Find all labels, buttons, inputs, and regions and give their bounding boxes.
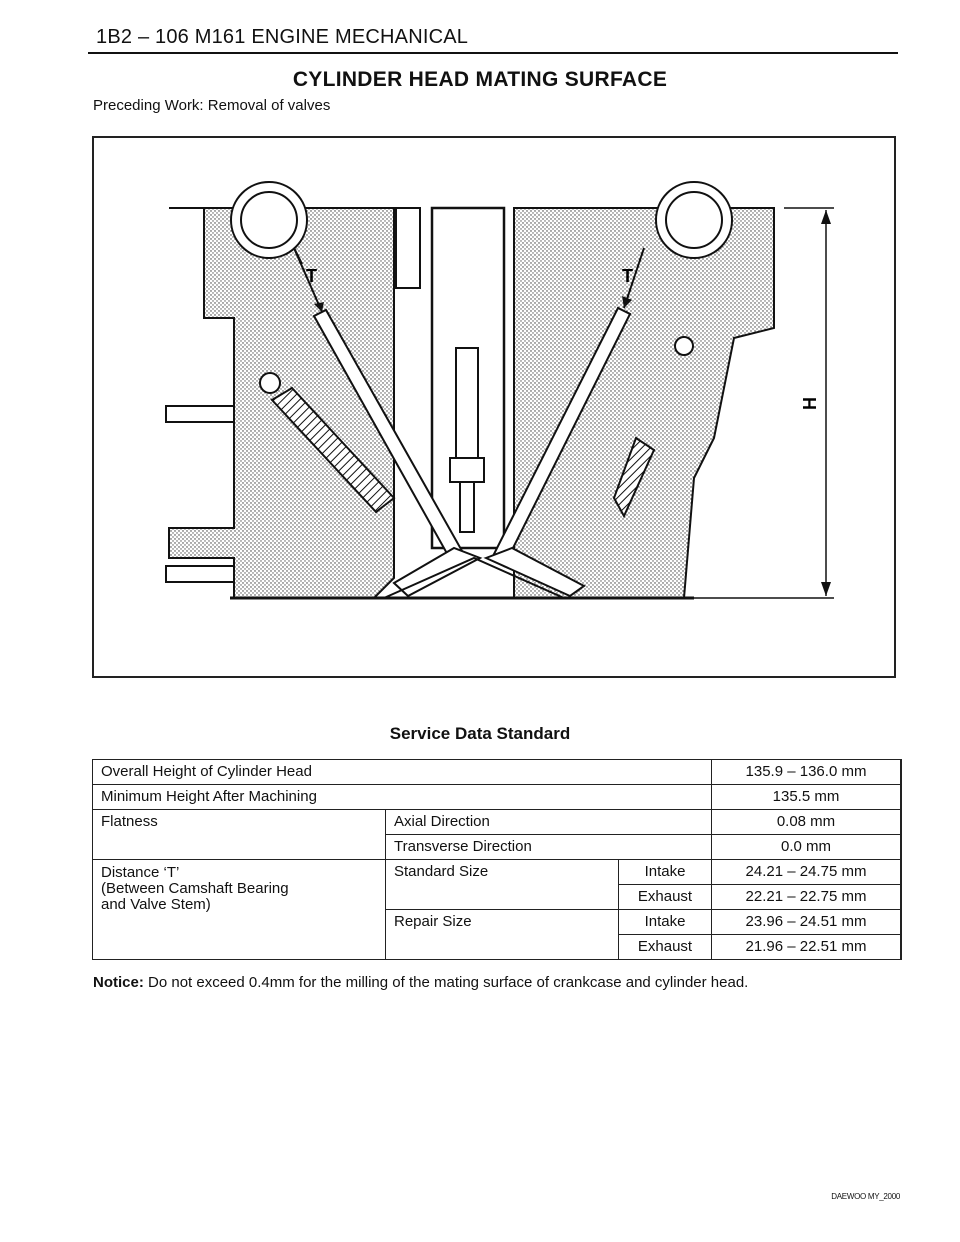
table-row: Exhaust 22.21 – 22.75 mm <box>93 884 902 910</box>
t-left-arrow-tail <box>293 247 303 265</box>
min-height-value: 135.5 mm <box>711 784 902 810</box>
distance-t-line2: (Between Camshaft Bearing <box>101 880 289 897</box>
h-dim-top-arrow <box>821 210 831 224</box>
right-valve-guide <box>612 436 656 519</box>
repair-exhaust-value: 21.96 – 22.51 mm <box>711 934 902 960</box>
distance-t-line3: and Valve Stem) <box>101 896 211 913</box>
oil-bolt <box>395 207 421 289</box>
spark-plug-body <box>455 347 479 459</box>
min-height-label: Minimum Height After Machining <box>92 784 712 810</box>
transverse-value: 0.0 mm <box>711 834 902 860</box>
page-header: 1B2 – 106 M161 ENGINE MECHANICAL <box>96 26 469 48</box>
standard-intake-value: 24.21 – 24.75 mm <box>711 859 902 885</box>
table-row: Repair Size Intake 23.96 – 24.51 mm <box>93 909 902 960</box>
notice: Notice: Do not exceed 0.4mm for the mill… <box>93 974 748 991</box>
t-right-arrowhead <box>622 296 632 308</box>
service-data-title: Service Data Standard <box>389 724 571 743</box>
h-dim-bottom-arrow <box>821 582 831 596</box>
right-casting <box>513 207 775 599</box>
lower-stud <box>165 565 235 583</box>
t-left-arrowhead <box>314 302 324 312</box>
t-right-label: T <box>622 266 633 286</box>
repair-intake-label: Intake <box>618 909 712 935</box>
cylinder-head-figure: T T H <box>92 136 896 678</box>
left-oil-hole <box>259 372 281 394</box>
transverse-label: Transverse Direction <box>385 834 712 860</box>
header-rule <box>88 52 898 54</box>
notice-text: Do not exceed 0.4mm for the milling of t… <box>143 974 749 991</box>
repair-exhaust-label: Exhaust <box>618 934 712 960</box>
right-cam-bore-inner <box>665 191 723 249</box>
table-row: Exhaust 21.96 – 22.51 mm <box>93 934 902 960</box>
repair-size-label: Repair Size <box>385 909 619 960</box>
table-row: Transverse Direction 0.0 mm <box>93 834 902 860</box>
distance-t-label: Distance ‘T’ (Between Camshaft Bearing a… <box>92 859 386 960</box>
standard-intake-label: Intake <box>618 859 712 885</box>
footer: DAEWOO MY_2000 <box>831 1192 900 1201</box>
standard-size-label: Standard Size <box>385 859 619 910</box>
spark-plug-hex <box>449 457 485 483</box>
right-oil-hole <box>674 336 694 356</box>
preceding-work: Preceding Work: Removal of valves <box>93 97 331 114</box>
standard-exhaust-value: 22.21 – 22.75 mm <box>711 884 902 910</box>
cylinder-head-drawing: T T H <box>165 181 834 600</box>
page-title: CYLINDER HEAD MATING SURFACE <box>292 68 668 91</box>
table-row: Distance ‘T’ (Between Camshaft Bearing a… <box>92 859 902 960</box>
overall-height-label: Overall Height of Cylinder Head <box>92 759 712 785</box>
combustion-chamber <box>383 556 565 599</box>
service-data-table: Overall Height of Cylinder Head 135.9 – … <box>92 759 902 960</box>
left-cam-bore-inner <box>240 191 298 249</box>
distance-t-line1: Distance ‘T’ <box>101 864 180 881</box>
h-label: H <box>800 397 820 410</box>
axial-value: 0.08 mm <box>711 809 902 835</box>
spark-plug-tip <box>459 481 475 533</box>
t-left-label: T <box>306 266 317 286</box>
table-row: Minimum Height After Machining 135.5 mm <box>92 784 902 810</box>
table-row: Overall Height of Cylinder Head 135.9 – … <box>92 759 902 785</box>
exhaust-valve-head <box>483 546 586 598</box>
repair-intake-value: 23.96 – 24.51 mm <box>711 909 902 935</box>
standard-exhaust-label: Exhaust <box>618 884 712 910</box>
notice-label: Notice: <box>93 974 144 991</box>
t-right-arrow <box>623 247 645 309</box>
axial-label: Axial Direction <box>385 809 712 835</box>
flatness-label: Flatness <box>92 809 386 860</box>
left-valve-guide <box>270 386 396 514</box>
table-row: Flatness Axial Direction 0.08 mm <box>92 809 902 860</box>
overall-height-value: 135.9 – 136.0 mm <box>711 759 902 785</box>
upper-stud <box>165 405 235 423</box>
